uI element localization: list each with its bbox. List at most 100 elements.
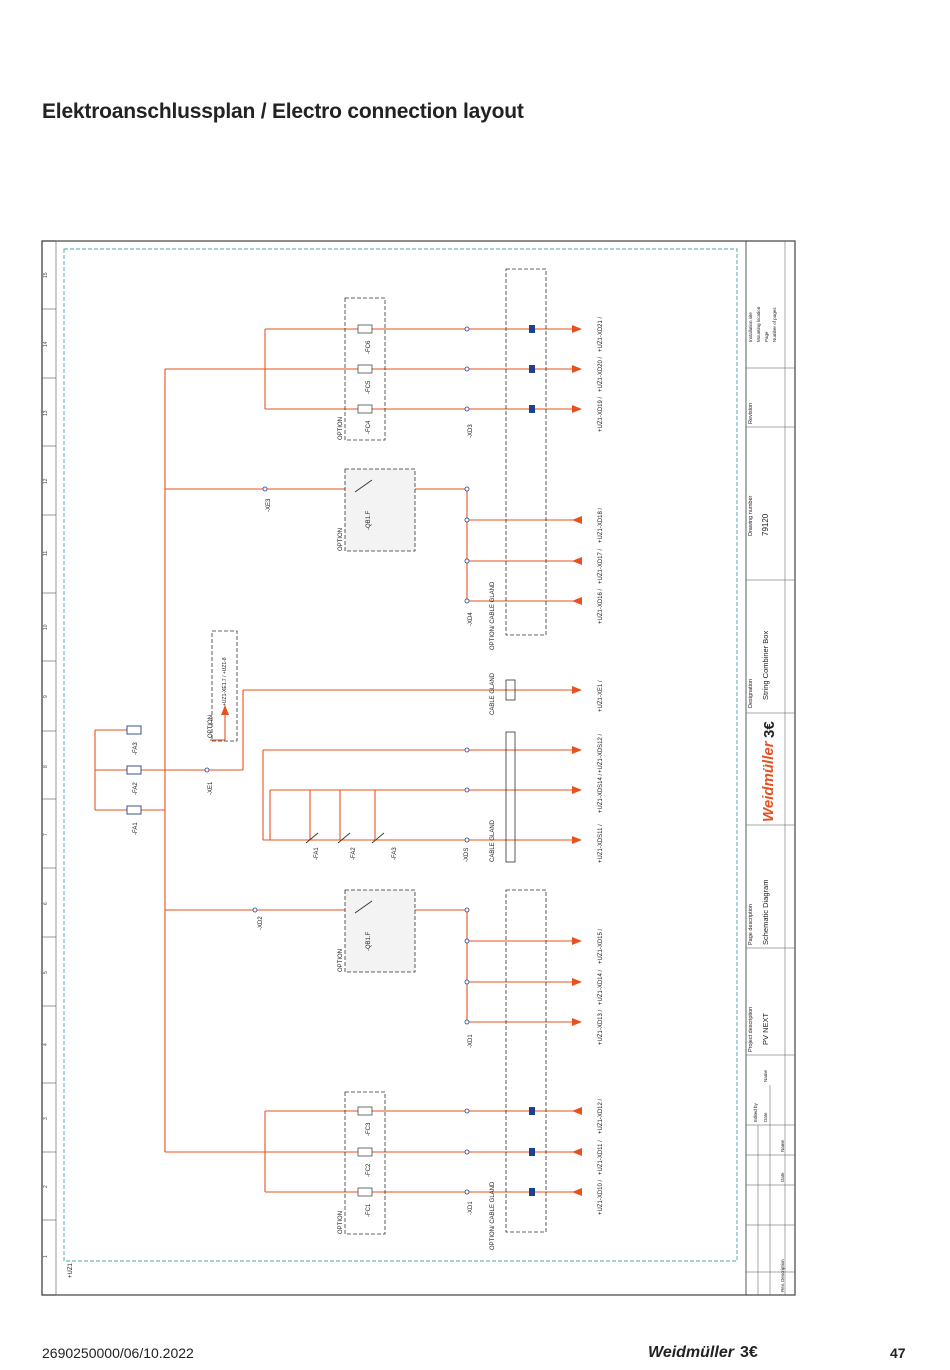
cable-gland-bottom: CABLE GLAND: [490, 819, 496, 862]
output-xd20: +UZ1-XD20 /: [598, 356, 604, 392]
meta-page: Page: [764, 331, 769, 342]
switch-contacts: [305, 479, 385, 914]
option-cable-gland-bottom: OPTION/ CABLE GLAND: [490, 1181, 496, 1250]
wiring: [94, 328, 575, 1193]
fuse-label-fc3: -FC3: [366, 1122, 372, 1136]
output-xd12: +UZ1-XD12 /: [598, 1098, 604, 1134]
date-label: Date: [763, 1112, 768, 1122]
column-numbers: 15 14 13 12 11 10 9 8 7 6 5 4 3 2 1: [43, 272, 49, 1258]
col-num: 7: [43, 833, 49, 836]
output-xds12: +UZ1-XDS12 /: [598, 733, 604, 773]
meta-installation: Installation site: [748, 312, 753, 342]
title-block-logo-icon: 3€: [761, 721, 778, 738]
disconnect-label-top: -QB1.F: [366, 510, 372, 530]
rev-description: Rev. Description: [780, 1259, 785, 1292]
page-title: Elektroanschlussplan / Electro connectio…: [42, 100, 524, 123]
disconnect-box-top: [344, 468, 416, 552]
output-xd10: +UZ1-XD10 /: [598, 1179, 604, 1215]
output-xd14: +UZ1-XD14 /: [598, 969, 604, 1005]
page-description-label: Page description: [748, 904, 754, 945]
terminal-xd1-bottom: -XD1: [468, 1201, 474, 1215]
col-num: 8: [43, 765, 49, 768]
fuse-fc2: [357, 1147, 373, 1157]
drawing-number-label: Drawing number: [748, 495, 754, 536]
designation: String Combiner Box: [761, 631, 770, 700]
col-num: 9: [43, 695, 49, 698]
xd-rail-bottom: [505, 889, 547, 1233]
fuse-label-fc1: -FC1: [366, 1203, 372, 1217]
fuse-fc1: [357, 1187, 373, 1197]
title-block-text: Installation site Mounting location Page…: [748, 306, 785, 1292]
terminal-xd3: -XD3: [468, 424, 474, 438]
project-description: PV NEXT: [761, 1012, 770, 1045]
output-xds11: +UZ1-XDS11 /: [598, 824, 604, 863]
relay-reference: +UZ1-XE1.7 / +UZ1-8: [222, 657, 228, 706]
component-boxes: [211, 268, 547, 1235]
output-xds14: +UZ1-XDS14 /: [598, 773, 604, 813]
option-label-disc-bottom: OPTION: [338, 949, 344, 972]
meta-mounting: Mounting location: [756, 306, 761, 342]
output-xd18: +UZ1-XD18 /: [598, 507, 604, 543]
disconnect-label-bottom: -QB1.F: [366, 931, 372, 951]
col-num: 10: [43, 624, 49, 630]
date-label-2: Date: [780, 1172, 785, 1182]
document-code: 2690250000/06/10.2022: [42, 1345, 194, 1361]
fuse-label-fc5: -FC5: [366, 380, 372, 394]
surge-symbols: [126, 725, 142, 815]
fuse-fc6: [357, 324, 373, 334]
meta-number-pages: Number of pages: [772, 307, 777, 342]
designation-label: Designation: [748, 679, 754, 708]
col-num: 12: [43, 478, 49, 484]
disconnect-box-bottom: [344, 889, 416, 973]
title-block: [745, 241, 795, 1295]
col-num: 15: [43, 272, 49, 278]
output-xd19: +UZ1-XD19 /: [598, 396, 604, 432]
terminal-xds: -XDS: [464, 848, 470, 862]
name-label-2: Name: [780, 1139, 785, 1152]
output-arrows: [221, 325, 582, 1196]
drawing-inner-border: [55, 240, 796, 1296]
revision-label: Revision: [748, 403, 754, 424]
col-num: 13: [43, 410, 49, 416]
option-label-disc-top: OPTION: [338, 528, 344, 551]
output-xd21: +UZ1-XD21 /: [598, 316, 604, 352]
fuse-label-fc2: -FC2: [366, 1163, 372, 1177]
terminal-xd4: -XD4: [468, 612, 474, 626]
contact-label-fa3: -FA3: [392, 847, 398, 860]
fuse-box-top: [344, 297, 386, 441]
fuse-fc5: [357, 364, 373, 374]
terminal-xd1: -XD1: [468, 1034, 474, 1048]
fuse-symbols: [357, 324, 373, 1197]
terminal-xd2: -XD2: [258, 916, 264, 930]
page-number: 47: [890, 1345, 906, 1361]
title-block-brand: Weidmüller: [760, 740, 777, 822]
schematic-labels: +UZ1 +UZ1-XD21 / +UZ1-XD20 / +UZ1-XD19 /…: [68, 316, 604, 1278]
col-num: 3: [43, 1117, 49, 1120]
drawing-border: [41, 240, 796, 1296]
col-num: 4: [43, 1043, 49, 1046]
working-frame: [63, 248, 738, 1262]
relay-box: [211, 630, 238, 742]
fuse-box-bottom: [344, 1091, 386, 1235]
fuse-label-fc6: -FC6: [366, 340, 372, 354]
fuse-label-fc4: -FC4: [366, 420, 372, 434]
fuse-fc3: [357, 1106, 373, 1116]
weidmuller-logo-icon: 3€: [740, 1344, 758, 1361]
contact-label-fa2: -FA2: [351, 847, 357, 860]
output-xd11: +UZ1-XD11 /: [598, 1140, 604, 1175]
edited-by: Edited by: [753, 1102, 758, 1122]
output-xd13: +UZ1-XD13 /: [598, 1009, 604, 1045]
cable-gland-top: CABLE GLAND: [490, 672, 496, 715]
col-num: 5: [43, 971, 49, 974]
column-ruler: [42, 308, 56, 1221]
left-terminal-label: +UZ1: [68, 1262, 74, 1278]
surge-label-fa3: -FA3: [133, 742, 139, 755]
surge-label-fa1: -FA1: [133, 822, 139, 835]
terminal-xe3: -XE3: [266, 498, 272, 512]
option-label-fuse-top: OPTION: [338, 417, 344, 440]
option-cable-gland-top: OPTION/ CABLE GLAND: [490, 581, 496, 650]
terminal-xe1: -XE1: [208, 781, 214, 795]
surge-label-fa2: -FA2: [133, 782, 139, 795]
col-num: 14: [43, 341, 49, 347]
